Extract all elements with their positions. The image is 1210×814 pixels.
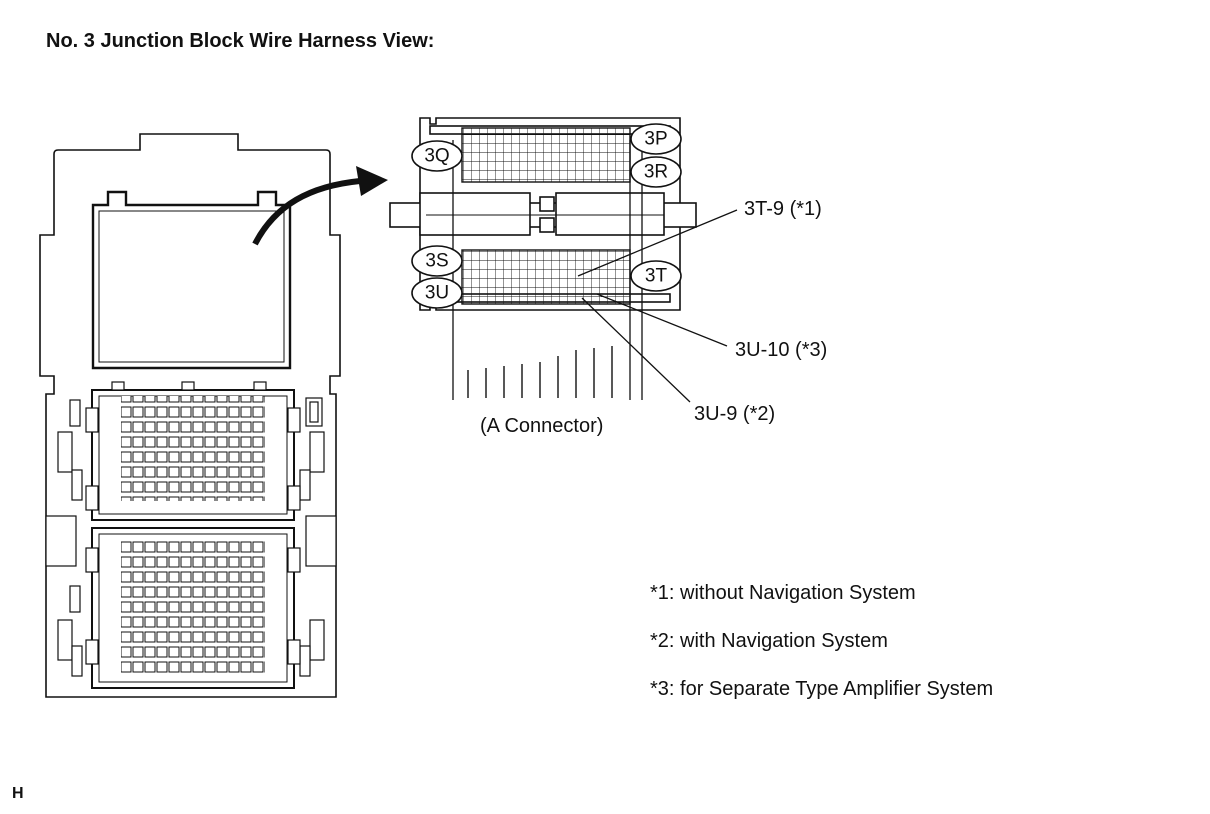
connector-labels: 3Q 3P 3R 3S 3T 3U bbox=[411, 123, 682, 309]
terminal-grid-upper bbox=[461, 127, 631, 183]
page-title: No. 3 Junction Block Wire Harness View: bbox=[46, 30, 435, 52]
connector-3u-label: 3U bbox=[425, 283, 449, 304]
connector-3t: 3T bbox=[630, 260, 682, 292]
connector-3t-label: 3T bbox=[645, 266, 668, 287]
connector-3p: 3P bbox=[630, 123, 682, 155]
note-1: *1: without Navigation System bbox=[650, 582, 916, 604]
side-clips bbox=[45, 381, 337, 677]
connector-3r-label: 3R bbox=[644, 162, 668, 183]
footer-mark: H bbox=[12, 785, 24, 802]
connector-3s: 3S bbox=[411, 245, 463, 277]
connector-3s-label: 3S bbox=[425, 251, 448, 272]
callout-leaders bbox=[577, 209, 738, 403]
note-3: *3: for Separate Type Amplifier System bbox=[650, 678, 994, 700]
connector-3p-label: 3P bbox=[644, 129, 667, 150]
zoom-arrow bbox=[252, 166, 388, 246]
callout-3u-9: 3U-9 (*2) bbox=[694, 403, 775, 425]
connector-3q-label: 3Q bbox=[424, 146, 449, 167]
cavity-cells-lower bbox=[121, 539, 265, 674]
callout-3u-10: 3U-10 (*3) bbox=[735, 339, 827, 361]
a-connector-pins bbox=[467, 346, 613, 398]
note-2: *2: with Navigation System bbox=[650, 630, 888, 652]
connector-3r: 3R bbox=[630, 156, 682, 188]
connector-3q: 3Q bbox=[411, 140, 463, 172]
terminal-grid-lower bbox=[461, 249, 631, 305]
connector-3u: 3U bbox=[411, 277, 463, 309]
callout-3t-9: 3T-9 (*1) bbox=[744, 198, 822, 220]
cavity-cells-upper bbox=[121, 396, 265, 501]
callout-a-connector: (A Connector) bbox=[480, 415, 603, 437]
